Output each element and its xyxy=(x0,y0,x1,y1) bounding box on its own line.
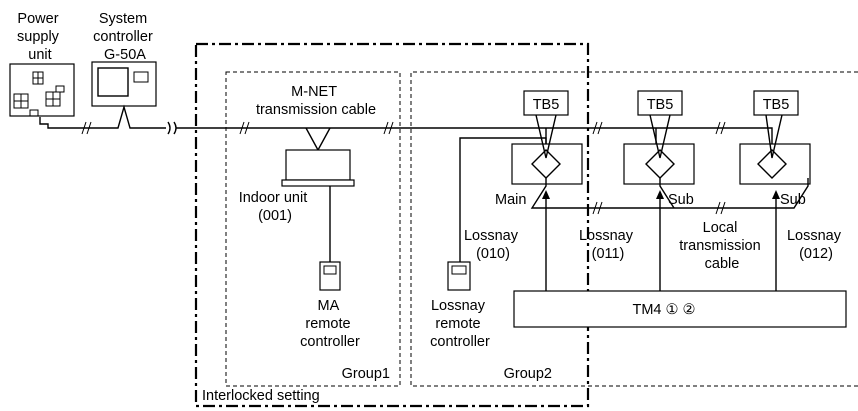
lossnay-unit-012-icon xyxy=(739,143,811,185)
lossnay-unit-010-icon xyxy=(511,143,583,185)
indoor-unit-icon xyxy=(281,149,355,187)
interlocked-setting-boundary xyxy=(194,42,590,408)
group1-boundary xyxy=(225,71,401,387)
system-controller-label: System controller G-50A xyxy=(93,11,157,63)
group2-label: Group2 xyxy=(504,366,552,382)
tm4-label: TM4 ① ② xyxy=(632,302,695,318)
lossnay-unit-011-icon xyxy=(623,143,695,185)
tb5-callouts xyxy=(523,90,799,159)
system-controller-icon xyxy=(91,61,157,107)
group1-label: Group1 xyxy=(342,366,390,382)
tb5-label-3: TB5 xyxy=(763,97,790,113)
mnet-cable-label: M-NET transmission cable xyxy=(256,84,376,118)
wave-break-icon xyxy=(158,121,520,135)
tb5-label-1: TB5 xyxy=(533,97,560,113)
lossnay-011-label: Lossnay (011) xyxy=(579,228,637,262)
local-cable-link xyxy=(659,178,675,209)
sub-label-2: Sub xyxy=(780,192,806,208)
local-transmission-cable xyxy=(530,178,809,209)
lossnay-010-label: Lossnay (010) xyxy=(464,228,522,262)
lossnay-012-label: Lossnay (012) xyxy=(787,228,845,262)
lossnay-remote-label: Lossnay remote controller xyxy=(430,298,490,350)
power-supply-label: Power supply unit xyxy=(17,11,63,63)
power-supply-unit-icon xyxy=(9,63,75,117)
ma-remote-controller-icon xyxy=(319,261,341,291)
indoor-unit-label: Indoor unit (001) xyxy=(239,190,312,224)
ma-remote-label: MA remote controller xyxy=(300,298,360,350)
local-transmission-cable-label: Local transmission cable xyxy=(679,220,764,272)
main-label: Main xyxy=(495,192,526,208)
tm4-terminal-box xyxy=(513,290,847,328)
interlocked-setting-label: Interlocked setting xyxy=(202,388,320,404)
indoor-unit-drop xyxy=(305,127,331,152)
lossnay-remote-wire xyxy=(459,137,547,262)
group2-boundary xyxy=(410,71,858,387)
mnet-bus-lossnay xyxy=(520,127,773,144)
mnet-cable xyxy=(39,104,158,129)
sub-label-1: Sub xyxy=(668,192,694,208)
lossnay-remote-controller-icon xyxy=(447,261,471,291)
tb5-label-2: TB5 xyxy=(647,97,674,113)
